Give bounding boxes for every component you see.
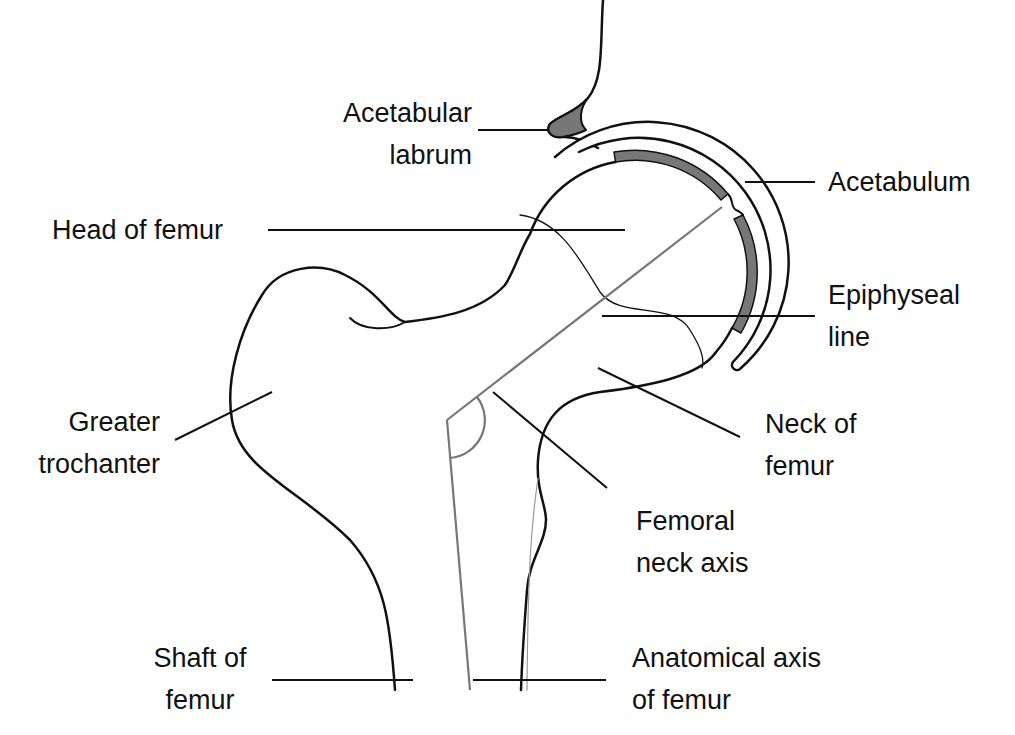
neck-shaft-angle-arc [450, 397, 485, 458]
leader-line [473, 679, 606, 681]
part-label: Anatomical axis of femur [632, 637, 832, 721]
part-label: Greater trochanter [5, 401, 160, 485]
part-label: Head of femur [52, 209, 223, 251]
acetabular-labrum [548, 98, 588, 137]
part-label: Shaft of femur [130, 637, 270, 721]
leader-line [598, 368, 740, 437]
leader-line [272, 679, 413, 681]
leader-line [478, 129, 548, 131]
leader-line [268, 229, 625, 231]
anatomical-axis-line [447, 420, 470, 690]
part-label: Acetabular labrum [302, 92, 472, 176]
lesser-trochanter [527, 478, 538, 690]
leader-line [745, 181, 815, 183]
part-label: Femoral neck axis [636, 500, 786, 584]
leader-line [602, 315, 815, 317]
femur-lateral-outline [230, 162, 615, 690]
leader-line [493, 392, 607, 488]
part-label: Epiphyseal line [828, 274, 998, 358]
trochanteric-fossa [350, 318, 405, 328]
leader-line [175, 392, 272, 440]
part-label: Neck of femur [765, 403, 895, 487]
femoral-neck-axis-line [447, 207, 722, 420]
fovea-notch [728, 194, 743, 215]
part-label: Acetabulum [828, 161, 971, 203]
articular-cartilage [614, 150, 728, 200]
pelvis-outline [548, 0, 603, 148]
